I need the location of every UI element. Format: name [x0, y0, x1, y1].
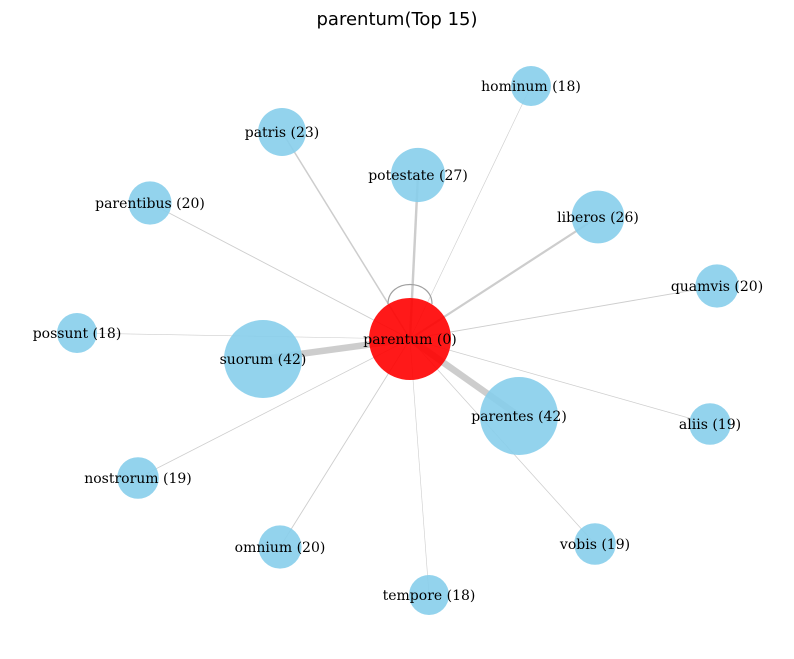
- node-label-quamvis: quamvis (20): [671, 279, 763, 295]
- node-parentes[interactable]: [480, 377, 558, 455]
- edge-aliis: [409, 338, 711, 425]
- node-omnium[interactable]: [258, 525, 302, 569]
- node-vobis[interactable]: [574, 523, 616, 565]
- node-nostrorum[interactable]: [117, 457, 159, 499]
- nodes-layer: [57, 66, 739, 615]
- node-quamvis[interactable]: [695, 264, 739, 308]
- node-label-liberos: liberos (26): [557, 210, 639, 226]
- node-label-possunt: possunt (18): [33, 326, 122, 342]
- node-parentibus[interactable]: [128, 181, 172, 225]
- labels-layer: hominum (18) patris (23) potestate (27) lib…: [33, 79, 763, 604]
- self-loop-edge: [387, 283, 433, 305]
- self-loop-layer: [387, 283, 433, 305]
- node-label-tempore: tempore (18): [383, 588, 476, 604]
- node-label-parentibus: parentibus (20): [95, 196, 205, 212]
- node-label-nostrorum: nostrorum (19): [84, 471, 192, 487]
- edge-quamvis: [409, 285, 718, 340]
- node-label-aliis: aliis (19): [679, 417, 741, 433]
- node-tempore[interactable]: [409, 575, 449, 615]
- node-label-suorum: suorum (42): [220, 352, 307, 368]
- node-label-patris: patris (23): [245, 125, 319, 141]
- node-aliis[interactable]: [689, 403, 731, 445]
- node-potestate[interactable]: [390, 147, 446, 203]
- edge-nostrorum: [137, 338, 411, 479]
- node-suorum[interactable]: [224, 320, 302, 398]
- node-label-center: parentum (0): [363, 332, 457, 348]
- node-label-hominum: hominum (18): [481, 79, 581, 95]
- node-label-vobis: vobis (19): [559, 537, 630, 553]
- node-label-parentes: parentes (42): [471, 409, 567, 425]
- node-patris[interactable]: [258, 108, 306, 156]
- node-center[interactable]: [369, 298, 451, 380]
- node-label-omnium: omnium (20): [235, 540, 326, 556]
- node-label-potestate: potestate (27): [368, 168, 468, 184]
- edge-parentibus: [149, 202, 411, 340]
- node-possunt[interactable]: [57, 313, 97, 353]
- edge-tempore: [409, 338, 430, 596]
- node-hominum[interactable]: [511, 66, 551, 106]
- node-liberos[interactable]: [571, 190, 625, 244]
- graph-title: parentum(Top 15): [317, 9, 478, 30]
